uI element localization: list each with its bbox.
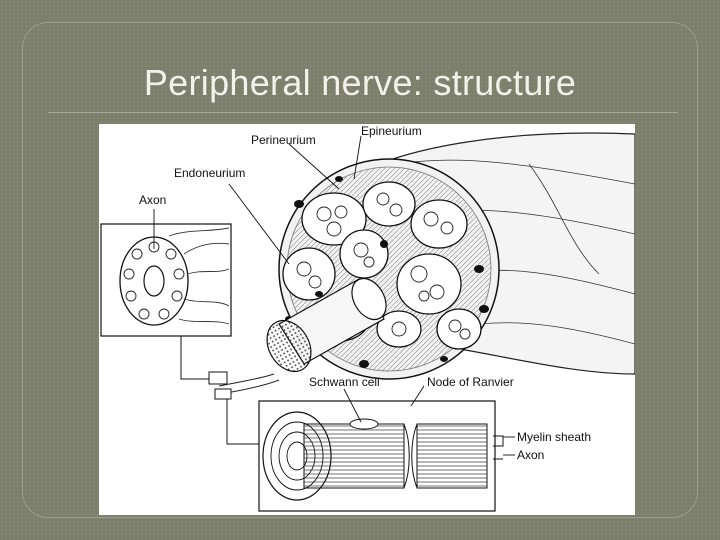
label-epineurium: Epineurium <box>361 124 422 138</box>
label-axon-top: Axon <box>139 193 166 207</box>
leader-lines <box>153 135 515 456</box>
blood-vessels <box>285 176 489 368</box>
slide-title: Peripheral nerve: structure <box>143 62 577 103</box>
label-myelin-sheath: Myelin sheath <box>517 430 591 444</box>
label-axon-bottom: Axon <box>517 448 544 462</box>
nerve-diagram-svg: Axon Endoneurium Perineurium Epineurium … <box>100 124 635 512</box>
fascicle-cylinder <box>218 277 387 395</box>
slide-frame <box>22 22 698 518</box>
connector-lines <box>180 336 259 445</box>
label-perineurium: Perineurium <box>251 133 316 147</box>
inset-myelinated-axon <box>258 400 504 512</box>
title-divider <box>48 112 678 113</box>
label-node-of-ranvier: Node of Ranvier <box>427 375 514 389</box>
inset-axon-bundle <box>100 223 232 337</box>
label-endoneurium: Endoneurium <box>174 166 245 180</box>
label-schwann-cell: Schwann cell <box>309 375 380 389</box>
nerve-diagram-figure: Axon Endoneurium Perineurium Epineurium … <box>99 124 635 515</box>
